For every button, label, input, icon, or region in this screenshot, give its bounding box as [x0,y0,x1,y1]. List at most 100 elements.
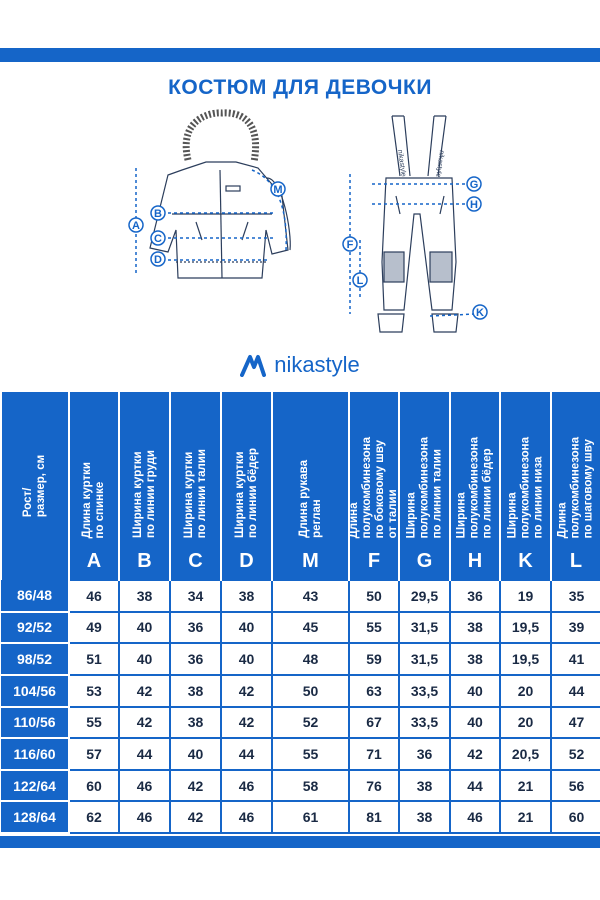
measurement-cell: 38 [449,642,501,676]
column-header-line: по линии бёдер [246,447,259,538]
measurement-cell: 55 [348,610,400,645]
column-header-line: по линии бёдер [481,447,494,538]
column-header-text: Рост/размер, см [22,455,48,517]
column-letter: F [348,544,400,580]
size-cell: 122/64 [1,769,70,803]
measurement-cell: 40 [449,673,501,708]
column-header-line: Ширина [506,491,518,538]
measurement-cell: 40 [220,610,273,645]
measurement-cell: 19,5 [499,642,552,676]
overalls-label-l: L [352,272,368,288]
column-header-line: Ширина [455,491,468,538]
column-header-line: полукомбинезона [569,436,582,538]
size-cell: 86/48 [1,580,70,613]
measurement-cell: 38 [220,579,273,613]
column-letter: D [220,544,273,580]
column-header-line: от талии [387,488,399,538]
column-header-line: Ширина куртки [233,451,246,538]
measurement-cell: 44 [220,737,273,771]
svg-text:M: M [273,184,282,196]
size-cell: 98/52 [1,643,70,676]
svg-text:G: G [470,179,479,191]
svg-text:H: H [470,199,478,211]
measurement-cell: 62 [68,800,120,834]
measurement-cell: 36 [169,610,222,645]
column-header-line: по боковому шву [374,439,386,538]
measurement-cell: 58 [271,768,350,803]
measurement-cell: 57 [68,737,120,771]
measurement-cell: 51 [68,642,120,676]
column-letter: M [271,544,350,580]
jacket-label-a: A [128,217,144,233]
measurement-cell: 35 [550,579,600,613]
measurement-cell: 44 [449,768,501,803]
measurement-cell: 53 [68,673,120,708]
measurement-cell: 38 [118,579,171,613]
column-letter: L [550,544,600,580]
overalls-label-g: G [466,176,482,192]
measurement-cell: 20 [499,705,552,740]
measurement-cell: 19 [499,579,552,613]
column-header-line: Длина куртки [81,461,93,538]
measurement-cell: 41 [550,642,600,676]
column-header-line: полукомбинезона [361,436,373,538]
column-letter: C [169,544,222,580]
measurement-cell: 38 [169,705,222,740]
measurement-cell: 42 [169,768,222,803]
column-header-line: по линии груди [144,450,157,538]
measurement-cell: 40 [118,610,171,645]
svg-text:K: K [476,307,484,319]
strap-print: nikastyle [396,149,407,177]
bottom-band [0,836,600,848]
measurement-cell: 46 [118,800,171,834]
measurement-cell: 38 [398,800,451,834]
measurement-cell: 67 [348,705,400,740]
column-header-line: полукомбинезона [519,436,531,538]
measurement-cell: 45 [271,610,350,645]
measurement-cell: 31,5 [398,610,451,645]
column-header-line: Ширина [405,491,417,538]
overalls-label-h: H [466,196,482,212]
measurement-cell: 61 [271,800,350,834]
measurement-cell: 42 [169,800,222,834]
measurement-cell: 33,5 [398,705,451,740]
column-header-line: полукомбинезона [418,436,430,538]
measurement-cell: 31,5 [398,642,451,676]
measurement-cell: 49 [68,610,120,645]
svg-text:D: D [154,254,162,266]
svg-text:B: B [154,208,162,220]
svg-text:F: F [347,239,354,251]
measurement-cell: 20 [499,673,552,708]
column-header-line: Рост/ [22,487,34,518]
column-letter: K [499,544,552,580]
measurement-cell: 40 [118,642,171,676]
nikastyle-logo-icon [240,355,267,377]
jacket-label-m: M [270,181,286,197]
measurement-cell: 46 [220,768,273,803]
measurement-cell: 56 [550,768,600,803]
measurement-cell: 55 [271,737,350,771]
measurement-cell: 38 [169,673,222,708]
measurement-cell: 71 [348,737,400,771]
measurement-cell: 40 [449,705,501,740]
column-header-line: по линии талии [431,448,443,538]
measurement-cell: 36 [169,642,222,676]
jacket-label-d: D [150,251,166,267]
